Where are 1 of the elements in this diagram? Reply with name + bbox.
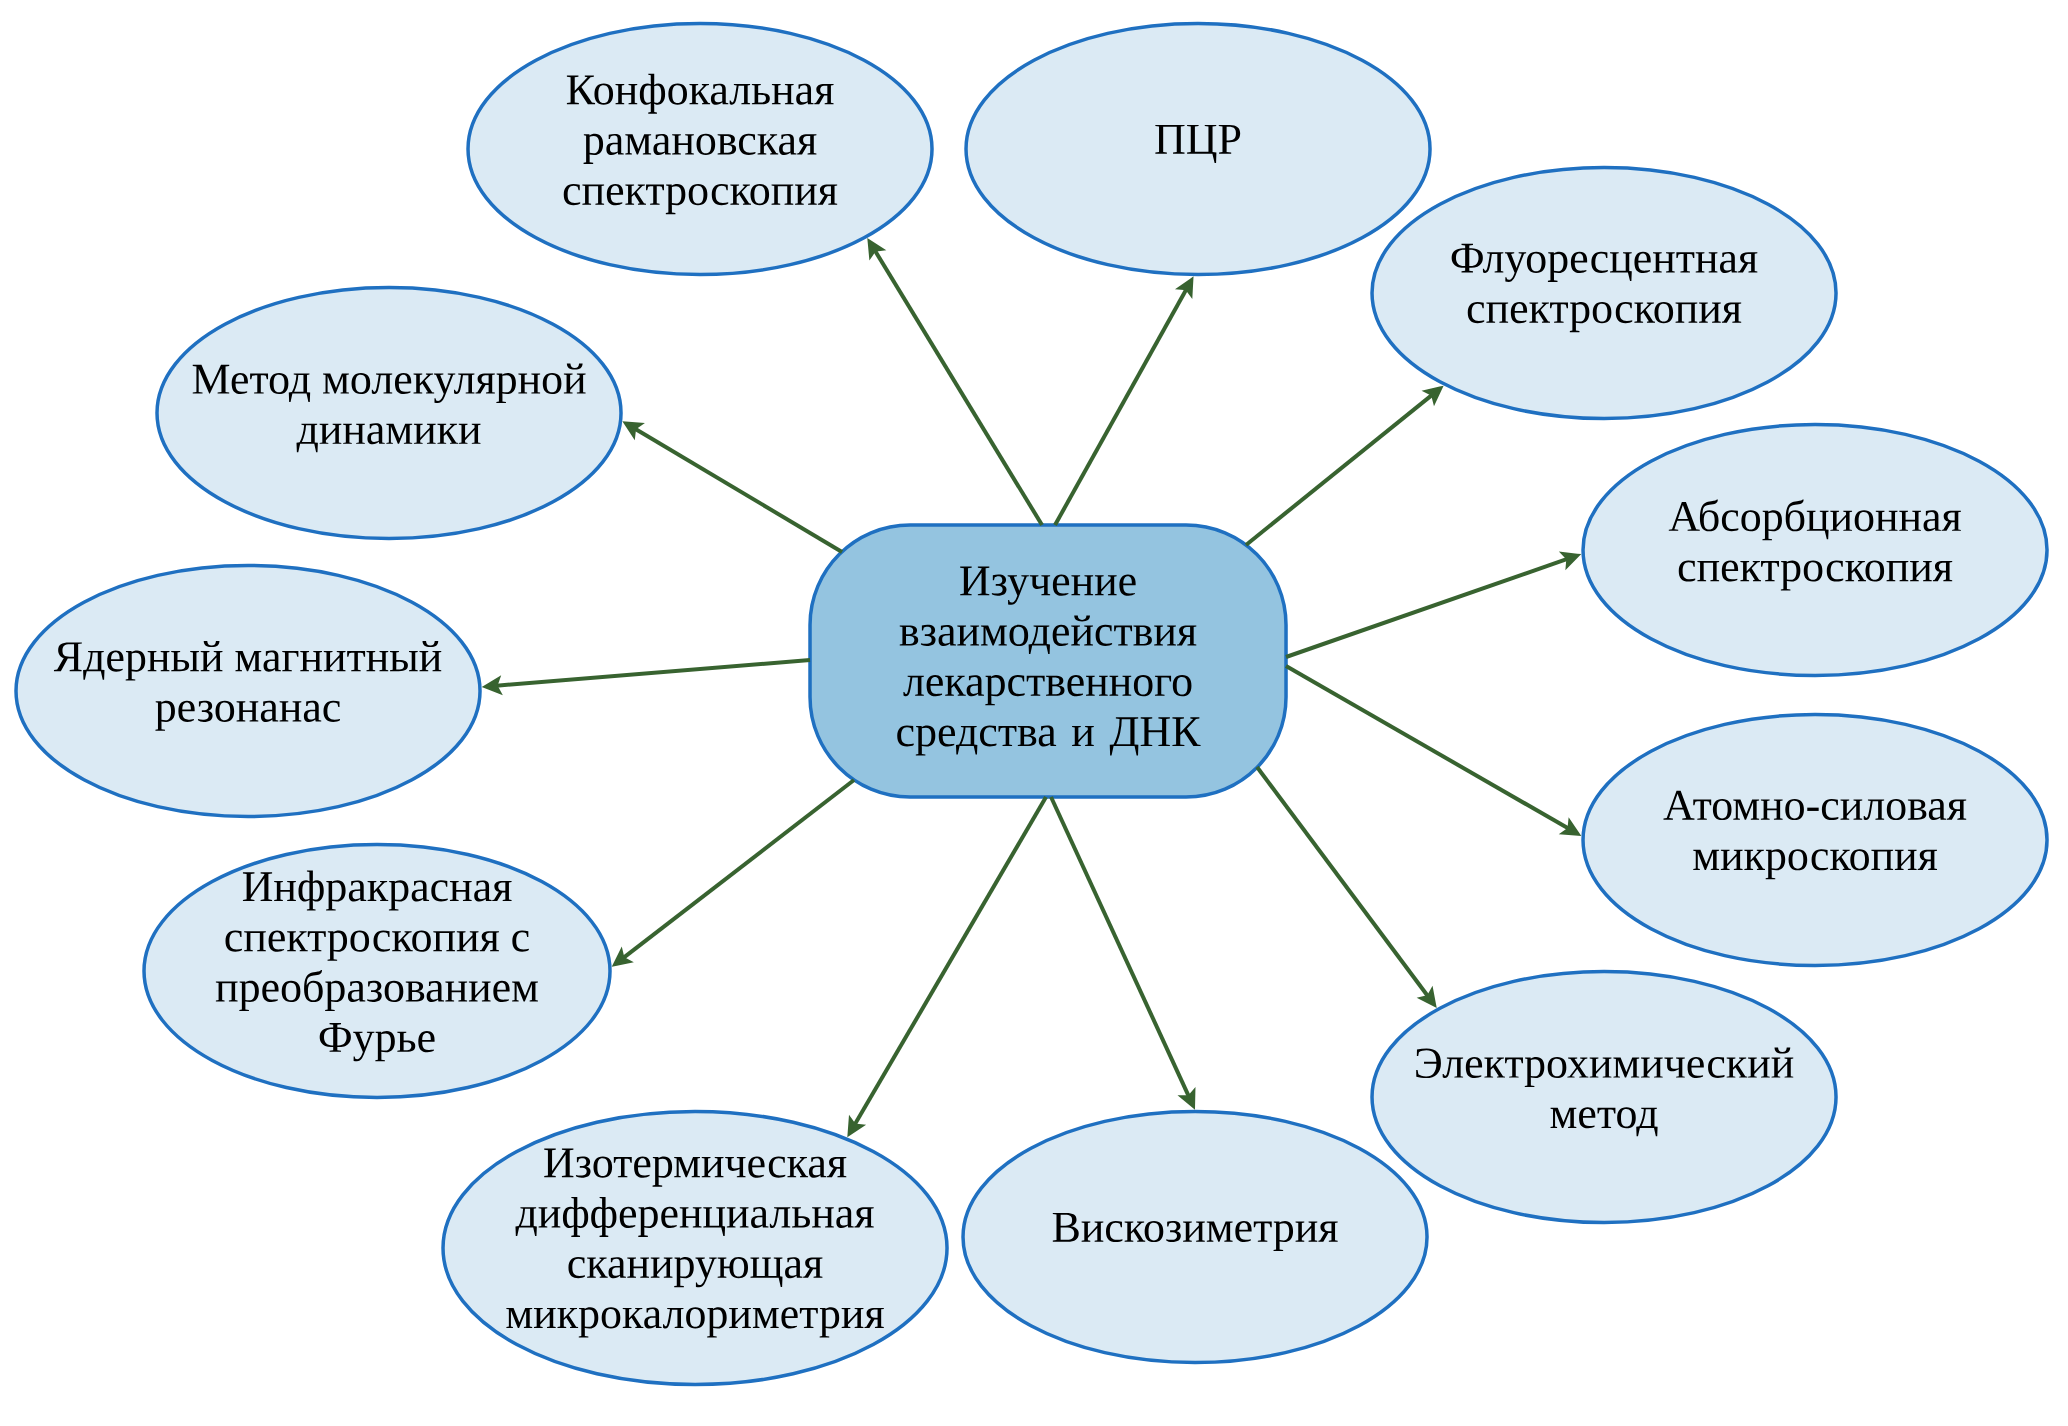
topic-box: Изучение взаимодействия лекарственного средства и ДНК <box>808 523 1288 799</box>
